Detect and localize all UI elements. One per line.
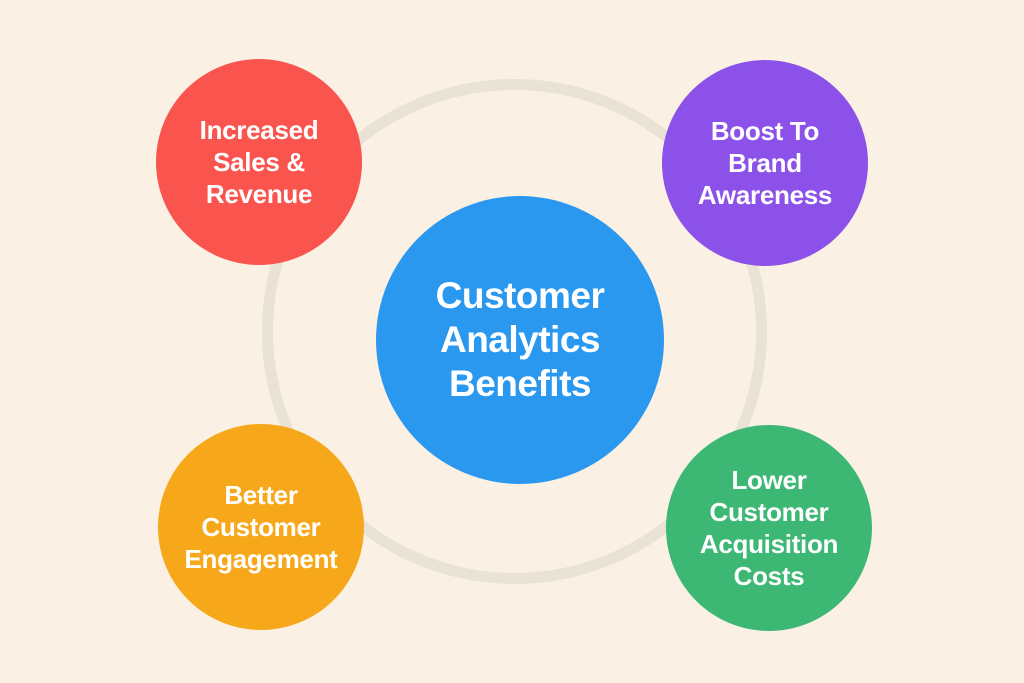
circle-label-line: Lower [731,465,807,495]
circle-label-line: Boost To [710,116,820,146]
circle-label-line: Brand [728,148,802,178]
circle-label-line: Sales & [213,147,305,177]
circle-label-line: Benefits [449,363,591,404]
circle-label-line: Revenue [205,179,313,209]
circle-label-line: Acquisition [699,529,839,559]
circle-label-line: Better [224,480,298,510]
background-ring [262,79,767,584]
circle-label-line: Engagement [184,544,338,574]
circle-label-line: Analytics [439,319,601,360]
circle-label-line: Customer [709,497,829,527]
circle-label-line: Costs [733,561,805,591]
circle-label-line: Customer [435,275,605,316]
circle-label-line: Increased [199,115,319,145]
circle-label-line: Customer [201,512,321,542]
circle-label-line: Awareness [697,180,833,210]
